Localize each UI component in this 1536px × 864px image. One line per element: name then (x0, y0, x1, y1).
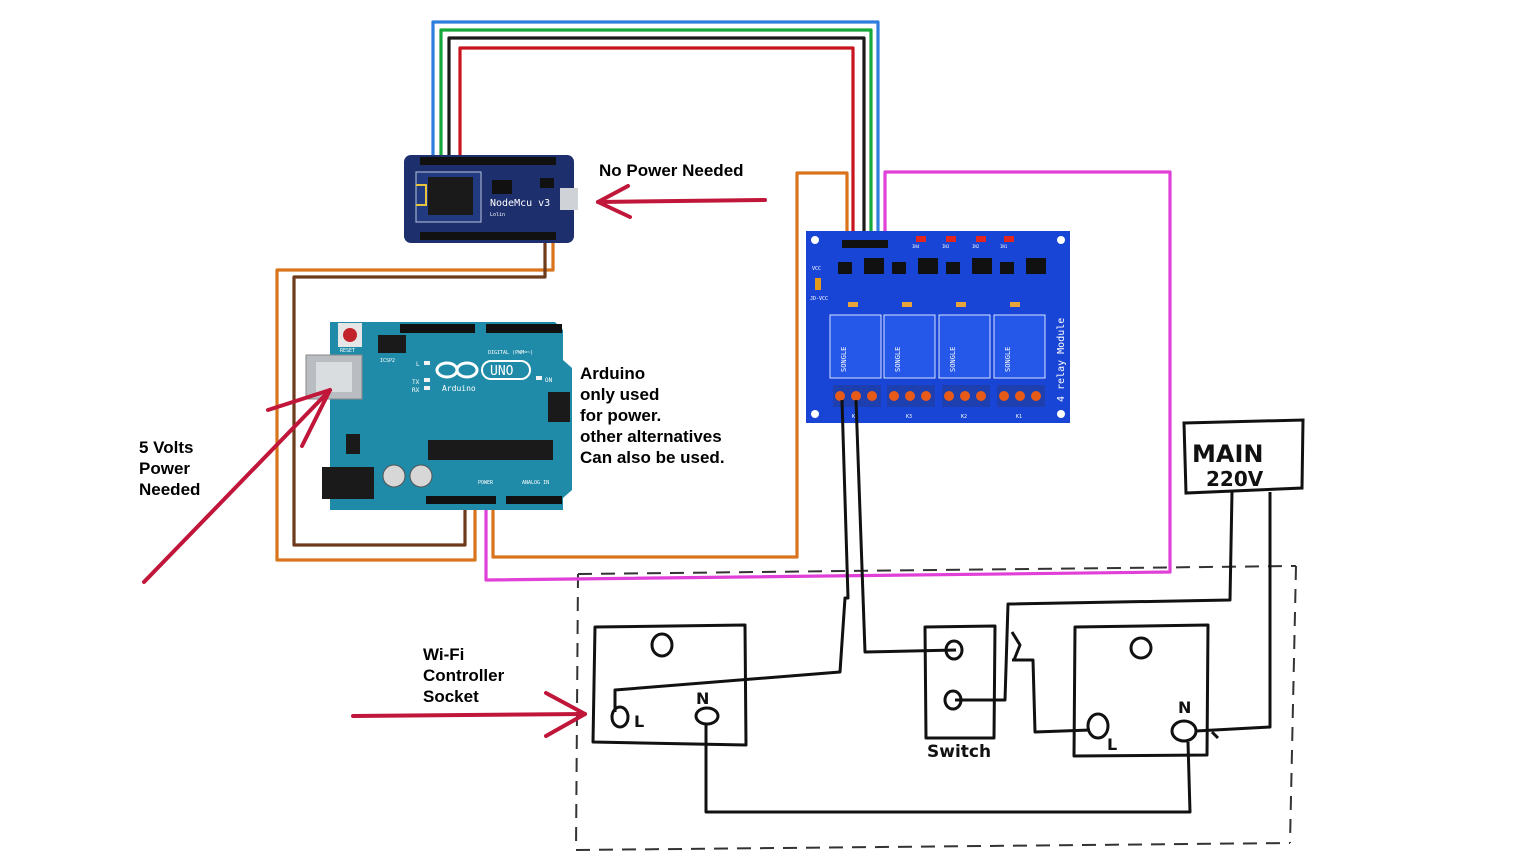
arduino-logo-icon (435, 361, 479, 379)
arduino-digital-label: DIGITAL (PWM=~) (488, 350, 533, 356)
arrow-no-power (596, 198, 767, 204)
relay-brand-label-4: SONGLE (1004, 347, 1012, 372)
five-volts-line-2: Power (139, 459, 191, 478)
wire-magenta-relay (484, 170, 1172, 582)
relay-in3-label: IN3 (942, 244, 950, 249)
wire-blue (431, 20, 880, 242)
right-socket-l-label: L (1107, 735, 1117, 754)
relay-k3-label: K3 (906, 414, 912, 420)
arduino-note-line-2: only used (580, 385, 660, 404)
red-arrows (142, 184, 767, 738)
relay-jdvcc-label: JD-VCC (810, 296, 828, 302)
power-wires (275, 170, 1172, 582)
relay-in4-label: IN4 (912, 244, 920, 249)
relay-in2-label: IN2 (972, 244, 980, 249)
wire-orange-nodemcu (275, 240, 555, 562)
relay-module-title: 4 relay Module (1056, 318, 1067, 402)
nodemcu-bottom-pins (420, 232, 556, 240)
arduino-note-line-1: Arduino (580, 364, 646, 383)
main-label: MAIN (1192, 440, 1263, 468)
arduino-note-line-5: Can also be used. (580, 448, 725, 467)
left-socket-n-label: N (696, 689, 709, 708)
wire-green (439, 28, 873, 242)
arduino-note-line-3: for power. (580, 406, 662, 425)
arduino-reset-label: RESET (340, 348, 355, 354)
relay-k2-label: K2 (961, 414, 967, 420)
arduino-power-label: POWER (478, 480, 494, 486)
main-voltage-label: 220V (1206, 467, 1264, 491)
left-socket-l-label: L (634, 712, 644, 731)
arduino-l-label: L (416, 361, 420, 368)
relay-k4-label: K4 (852, 414, 858, 420)
relay-brand-label-1: SONGLE (840, 347, 848, 372)
wifi-socket-line-3: Socket (423, 687, 479, 706)
nodemcu-top-pins (420, 157, 556, 165)
mains-wiring (704, 491, 1272, 814)
nodemcu-board: NodeMcu v3 Lolin (404, 155, 578, 243)
wire-black (447, 36, 866, 242)
relay-k1-label: K1 (1016, 414, 1022, 420)
relay-brand-label-2: SONGLE (894, 347, 902, 372)
arduino-model-label: UNO (490, 364, 514, 379)
wire-red (458, 46, 855, 242)
relay-channel-1 (829, 236, 926, 407)
arrow-five-volts (142, 388, 332, 584)
wire-orange-relay (491, 171, 849, 559)
no-power-label: No Power Needed (599, 161, 744, 180)
arduino-analog-label: ANALOG IN (522, 480, 549, 486)
five-volts-label: 5 Volts Power Needed (139, 437, 200, 500)
right-socket (1072, 623, 1210, 758)
arduino-icsp2-label: ICSP2 (380, 358, 395, 364)
nodemcu-label: NodeMcu v3 (490, 198, 550, 209)
relay-channel-4 (993, 236, 1046, 407)
wifi-socket-line-2: Controller (423, 666, 505, 685)
arduino-note: Arduino only used for power. other alter… (580, 363, 725, 468)
dashed-enclosure (575, 565, 1297, 851)
wifi-socket-label: Wi-Fi Controller Socket (423, 644, 504, 707)
switch-box (923, 624, 997, 740)
relay-vcc-label: VCC (812, 266, 821, 272)
arrow-wifi-socket (351, 712, 587, 718)
arduino-tx-label: TX (412, 379, 420, 386)
arduino-rx-label: RX (412, 387, 420, 394)
arduino-board: RESET ICSP2 DIGITAL (PWM=~) UNO Arduino … (305, 322, 572, 510)
relay-module: VCC JD-VCC (806, 231, 1070, 423)
nodemcu-sublabel: Lolin (490, 212, 505, 218)
switch-label: Switch (927, 742, 991, 762)
relay-in1-label: IN1 (1000, 244, 1008, 249)
wire-brown-nodemcu (292, 240, 547, 547)
main-supply-box (1182, 418, 1305, 495)
relay-channel-2 (883, 236, 956, 407)
arduino-on-label: ON (545, 377, 553, 384)
right-socket-n-label: N (1178, 698, 1191, 717)
relay-brand-label-3: SONGLE (949, 347, 957, 372)
nodemcu-relay-wires (431, 20, 880, 242)
five-volts-line-1: 5 Volts (139, 438, 194, 457)
relay-channel-3 (938, 236, 992, 407)
five-volts-line-3: Needed (139, 480, 201, 499)
wifi-socket-line-1: Wi-Fi (423, 645, 465, 664)
arduino-note-line-4: other alternatives (580, 427, 722, 446)
arduino-logo-text: Arduino (442, 384, 476, 393)
